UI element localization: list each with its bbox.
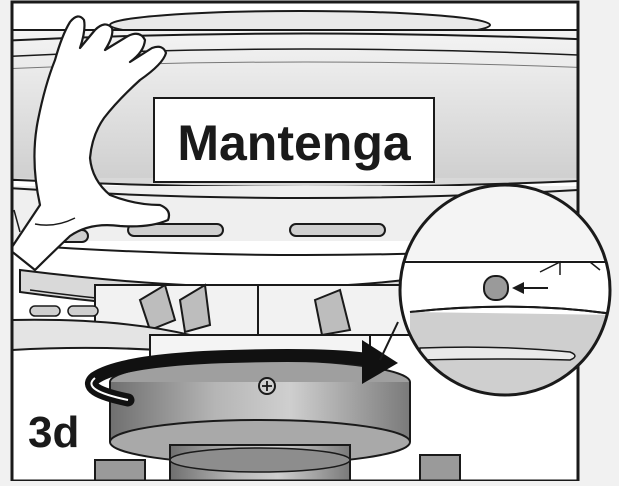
hand-icon xyxy=(12,15,171,272)
magnifier-detail-icon xyxy=(379,183,612,397)
step-label: 3d xyxy=(28,408,79,457)
rotate-arrow-icon xyxy=(84,340,398,407)
mounting-flange xyxy=(12,268,421,354)
lock-pin-icon xyxy=(483,275,509,301)
instruction-label: Mantenga xyxy=(153,97,435,183)
hold-label: Mantenga xyxy=(177,115,412,171)
screw-icon xyxy=(258,377,276,395)
